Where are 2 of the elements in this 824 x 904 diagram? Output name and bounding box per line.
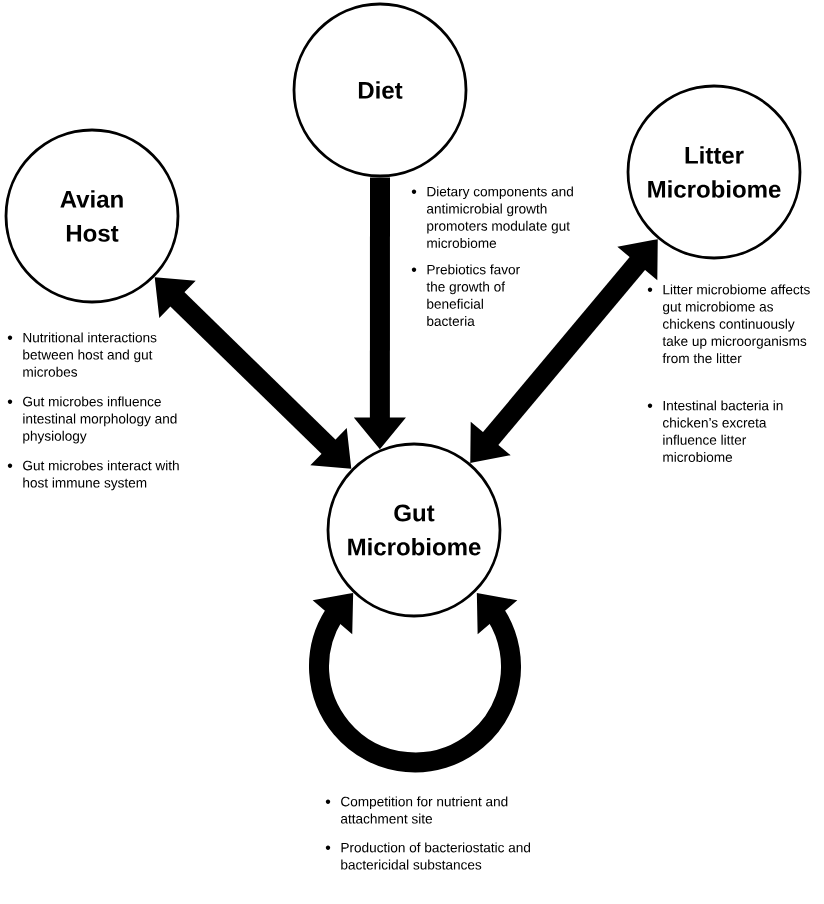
arrow xyxy=(470,239,658,463)
circular-arrow xyxy=(309,593,521,773)
